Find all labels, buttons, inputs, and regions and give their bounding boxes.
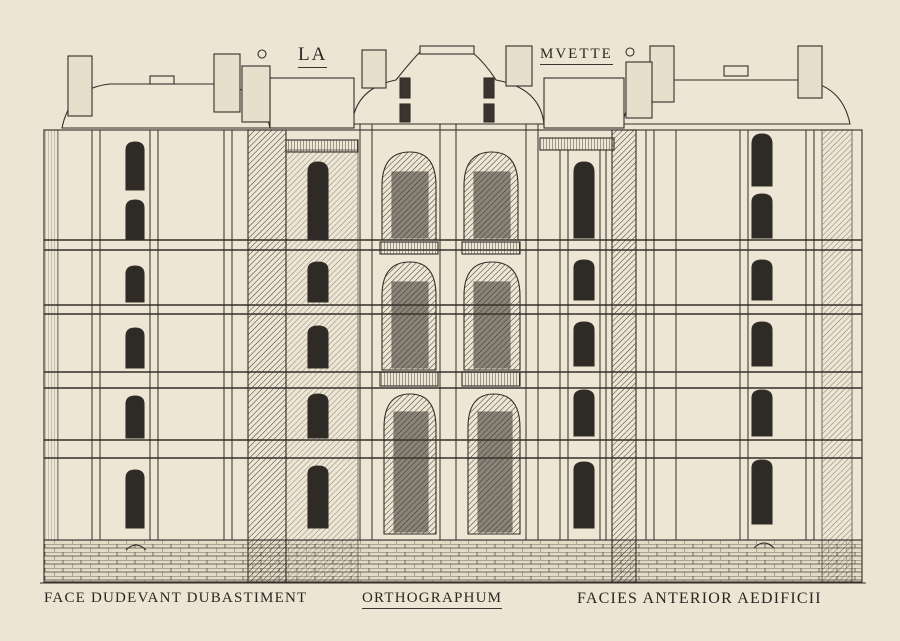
caption-orthographum: Orthographum: [362, 590, 503, 609]
caption-latin: Facies anterior aedificii: [577, 590, 822, 607]
caption-french: Face dudevant dubastiment: [44, 590, 308, 606]
title-word-right: MVETTE: [540, 46, 613, 65]
title-word-left: LA: [298, 44, 328, 68]
